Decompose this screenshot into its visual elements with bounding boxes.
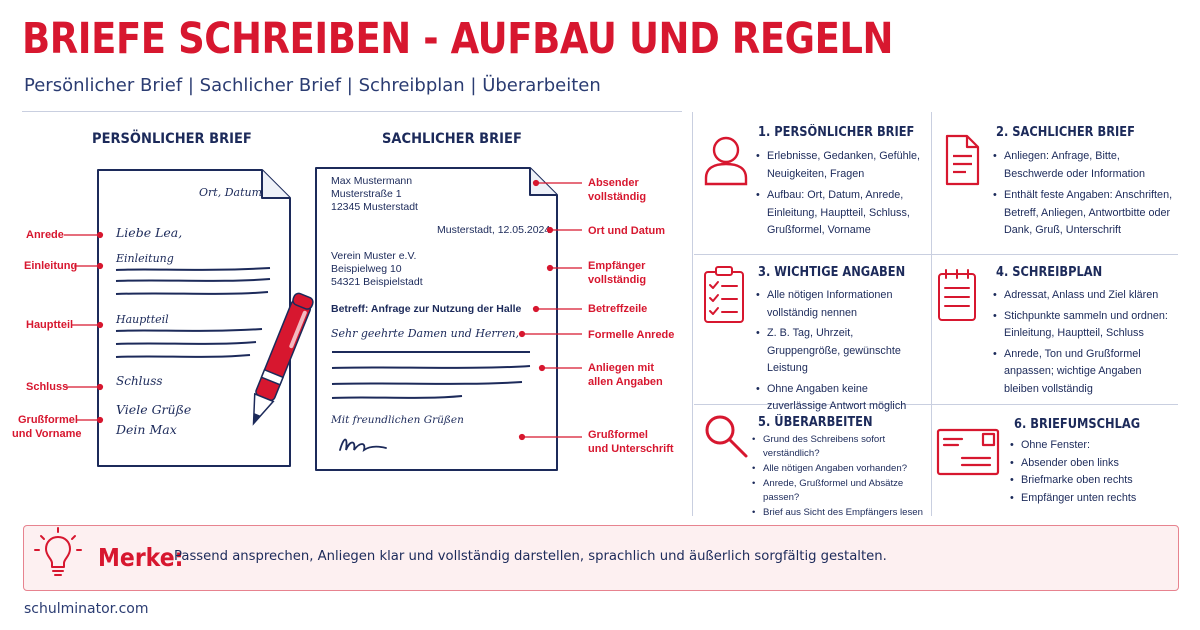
- card-revision-title: 5. ÜBERARBEITEN: [758, 415, 873, 430]
- card-personal-letter-title: 1. PERSÖNLICHER BRIEF: [758, 125, 915, 140]
- sender-name: Max Mustermann: [331, 175, 413, 187]
- list-item: Ohne Angaben keine zuverlässige Antwort …: [756, 381, 926, 416]
- list-item: Alle nötigen Informationen vollständig n…: [756, 287, 926, 322]
- card-revision-list: Grund des Schreibens sofort verständlich…: [752, 433, 928, 520]
- list-item: Stichpunkte sammeln und ordnen: Einleitu…: [993, 308, 1173, 343]
- label-vorname: und Vorname: [12, 428, 82, 440]
- merke-box: [23, 525, 1179, 591]
- label-empfaenger: Empfänger: [588, 260, 646, 272]
- card-formal-letter-list: Anliegen: Anfrage, Bitte, Beschwerde ode…: [993, 148, 1175, 240]
- label-einleitung: Einleitung: [24, 260, 78, 272]
- list-item: Anrede, Ton und Grußformel anpassen; wic…: [993, 346, 1173, 399]
- list-item: Z. B. Tag, Uhrzeit, Gruppengröße, gewüns…: [756, 325, 926, 378]
- cards-row-divider-2: [694, 404, 1178, 405]
- merke-text: Passend ansprechen, Anliegen klar und vo…: [174, 549, 887, 564]
- card-envelope-title: 6. BRIEFUMSCHLAG: [1014, 417, 1141, 432]
- list-item: Aufbau: Ort, Datum, Anrede, Einleitung, …: [756, 187, 926, 240]
- list-item: Alle nötigen Angaben vorhanden?: [752, 462, 928, 476]
- card-formal-letter-title: 2. SACHLICHER BRIEF: [996, 125, 1135, 140]
- merke-label: Merke:: [98, 543, 184, 572]
- label-grussformel: Grußformel: [18, 414, 78, 426]
- formal-salutation: Sehr geehrte Damen und Herren,: [331, 327, 520, 340]
- list-item: Erlebnisse, Gedanken, Gefühle, Neuigkeit…: [756, 148, 926, 183]
- formal-letter-heading: SACHLICHER BRIEF: [382, 131, 522, 147]
- label-anliegen: Anliegen mit: [588, 362, 655, 374]
- recipient-city: 54321 Beispielstadt: [331, 276, 423, 288]
- list-item: Anrede, Grußformel und Absätze passen?: [752, 477, 928, 505]
- sender-street: Musterstraße 1: [331, 188, 402, 200]
- label-formelle-anrede: Formelle Anrede: [588, 329, 675, 341]
- list-item: Anliegen: Anfrage, Bitte, Beschwerde ode…: [993, 148, 1175, 183]
- list-item: Briefmarke oben rechts: [1010, 472, 1176, 490]
- cards-column-divider: [931, 112, 932, 516]
- formal-place-date: Musterstadt, 12.05.2024: [437, 224, 551, 236]
- personal-salutation: Liebe Lea,: [116, 225, 183, 240]
- personal-first-name: Dein Max: [116, 422, 177, 437]
- label-anrede: Anrede: [26, 229, 64, 241]
- label-hauptteil: Hauptteil: [26, 319, 74, 331]
- label-anliegen-angaben: allen Angaben: [588, 376, 663, 388]
- label-empfaenger-vollstaendig: vollständig: [588, 274, 647, 286]
- list-item: Absender oben links: [1010, 455, 1176, 473]
- formal-subject: Betreff: Anfrage zur Nutzung der Halle: [331, 303, 522, 315]
- card-important-details-list: Alle nötigen Informationen vollständig n…: [756, 287, 926, 416]
- cards-row-divider-1: [694, 254, 1178, 255]
- list-item: Enthält feste Angaben: Anschriften, Betr…: [993, 187, 1175, 240]
- personal-letter-heading: PERSÖNLICHER BRIEF: [92, 131, 252, 147]
- list-item: Adressat, Anlass und Ziel klären: [993, 287, 1173, 305]
- label-betreffzeile: Betreffzeile: [588, 303, 648, 315]
- label-schluss: Schluss: [26, 381, 69, 393]
- page-subtitle: Persönlicher Brief | Sachlicher Brief | …: [24, 75, 601, 96]
- list-item: Ohne Fenster:: [1010, 437, 1176, 455]
- card-envelope-list: Ohne Fenster: Absender oben links Briefm…: [1010, 437, 1176, 507]
- label-absender-vollstaendig: vollständig: [588, 191, 647, 203]
- label-unterschrift: und Unterschrift: [588, 443, 674, 455]
- personal-closing: Schluss: [116, 374, 163, 388]
- panel-divider: [692, 112, 693, 516]
- card-personal-letter-list: Erlebnisse, Gedanken, Gefühle, Neuigkeit…: [756, 148, 926, 240]
- list-item: Brief aus Sicht des Empfängers lesen: [752, 506, 928, 520]
- personal-main: Hauptteil: [116, 313, 169, 326]
- list-item: Empfänger unten rechts: [1010, 490, 1176, 508]
- recipient-street: Beispielweg 10: [331, 263, 402, 275]
- formal-closing: Mit freundlichen Grüßen: [331, 414, 464, 426]
- sender-city: 12345 Musterstadt: [331, 201, 418, 213]
- page-title: BRIEFE SCHREIBEN - AUFBAU UND REGELN: [22, 14, 894, 64]
- label-absender: Absender: [588, 177, 639, 189]
- label-grussformel-formal: Grußformel: [588, 429, 648, 441]
- card-writing-plan-title: 4. SCHREIBPLAN: [996, 265, 1103, 280]
- card-important-details-title: 3. WICHTIGE ANGABEN: [758, 265, 906, 280]
- personal-greeting: Viele Grüße: [116, 402, 192, 417]
- personal-place-date: Ort, Datum: [199, 186, 263, 199]
- card-writing-plan-list: Adressat, Anlass und Ziel klären Stichpu…: [993, 287, 1173, 398]
- header-divider: [22, 111, 682, 112]
- recipient-name: Verein Muster e.V.: [331, 250, 417, 262]
- personal-intro: Einleitung: [116, 252, 174, 265]
- label-ort-datum: Ort und Datum: [588, 225, 665, 237]
- footer-site: schulminator.com: [24, 601, 149, 617]
- list-item: Grund des Schreibens sofort verständlich…: [752, 433, 928, 461]
